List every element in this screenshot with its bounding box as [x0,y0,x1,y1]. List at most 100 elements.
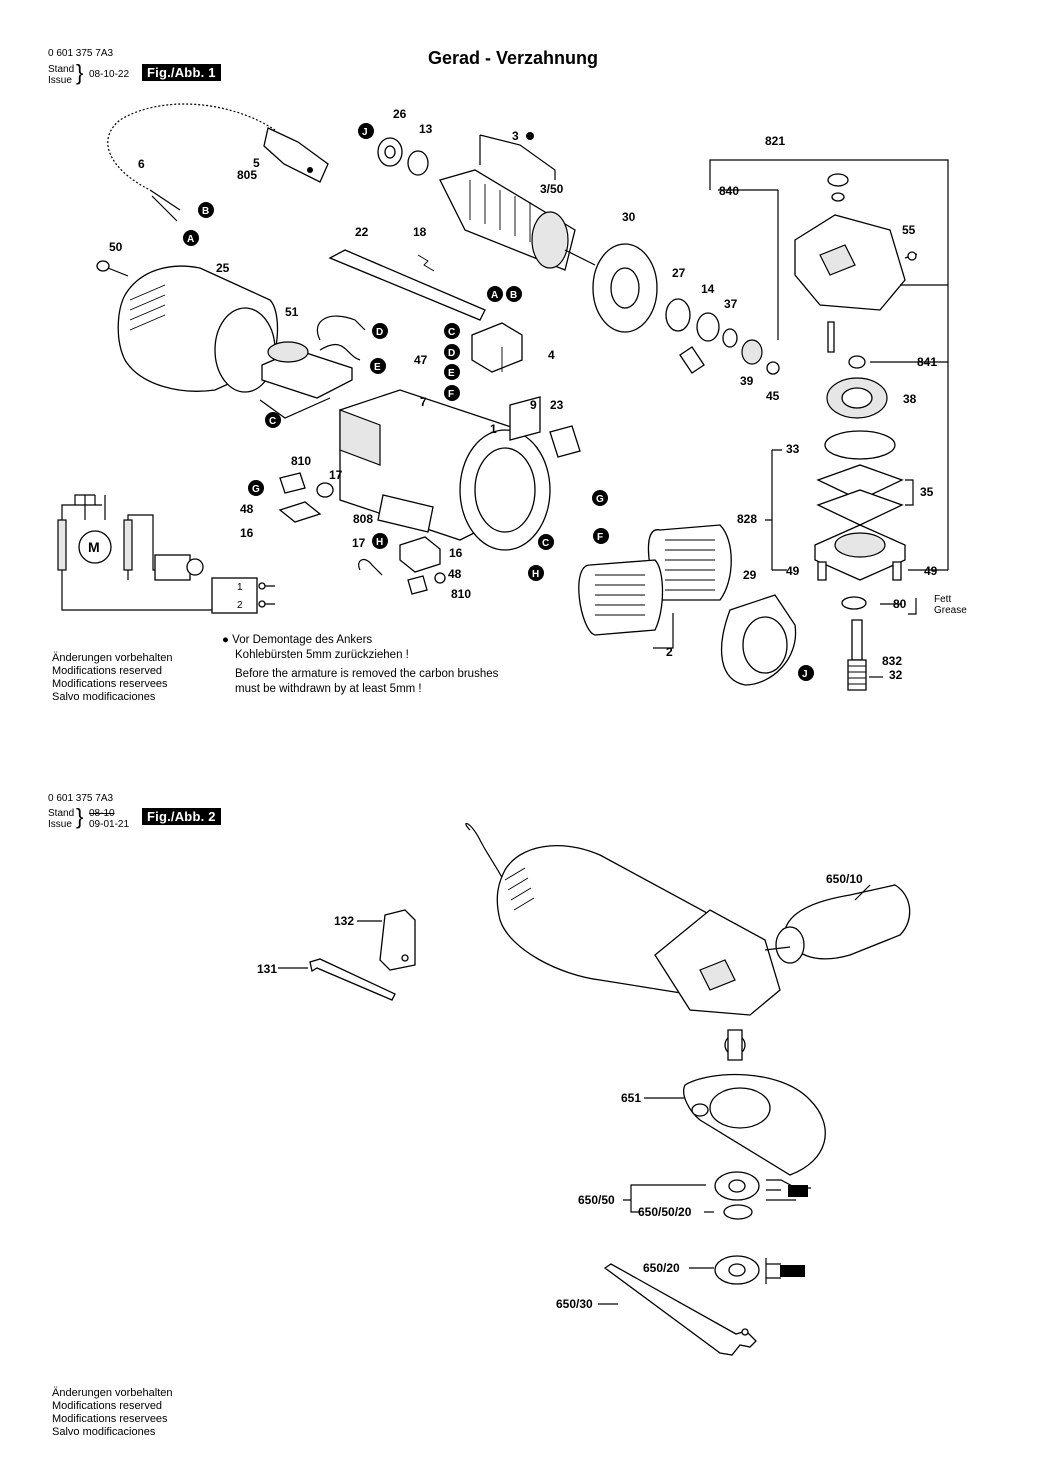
fan-baffle [592,243,658,333]
bearings-mid [665,298,738,374]
stand-label-2: Stand [48,808,75,819]
svg-text:5: 5 [253,156,260,170]
gear-head [794,173,918,311]
angle-grinder-assembled [465,822,781,1061]
fig1-part-numbers: 26 13 3 3/50 6 5 805 50 25 22 18 30 27 1… [109,107,938,682]
wiring-diagram: M 1 2 [57,494,275,614]
svg-text:841: 841 [917,355,937,369]
svg-text:2: 2 [666,645,673,659]
svg-text:H: H [376,537,383,548]
screws-49 [817,561,902,581]
svg-text:808: 808 [353,512,373,526]
svg-text:D: D [448,348,455,359]
svg-text:650/50: 650/50 [578,1193,615,1207]
doc-number: 0 601 375 7A3 [48,48,114,59]
svg-text:26: 26 [393,107,407,121]
svg-text:13: 13 [419,122,433,136]
svg-text:810: 810 [451,587,471,601]
svg-text:18: 18 [413,225,427,239]
svg-text:650/20: 650/20 [643,1261,680,1275]
power-cable [104,100,329,222]
svg-text:49: 49 [924,564,938,578]
hex-key-131 [309,958,396,1001]
svg-text:17: 17 [352,536,366,550]
svg-text:16: 16 [240,526,254,540]
svg-text:22: 22 [355,225,369,239]
svg-text:651: 651 [621,1091,641,1105]
svg-text:47: 47 [414,353,428,367]
svg-text:C: C [448,327,455,338]
svg-text:55: 55 [902,223,916,237]
svg-text:C: C [269,416,276,427]
svg-text:131: 131 [257,962,277,976]
wrench-132 [379,909,416,971]
svg-text:810: 810 [291,454,311,468]
brace-glyph-2: } [76,804,84,829]
svg-text:828: 828 [737,512,757,526]
svg-text:9: 9 [530,398,537,412]
svg-text:48: 48 [448,567,462,581]
svg-text:821: 821 [765,134,785,148]
svg-text:33: 33 [786,442,800,456]
svg-text:D: D [376,327,383,338]
svg-text:F: F [448,389,454,400]
armature [439,169,596,271]
svg-text:17: 17 [329,468,343,482]
clamping-nut-650-20 [714,1255,805,1285]
flange-650-50 [714,1171,811,1220]
motor-housing [117,265,279,393]
switch-assembly [259,315,366,419]
bearings-top [377,137,429,176]
svg-text:A: A [491,290,498,301]
issue-label: Issue [48,75,72,86]
svg-text:J: J [802,669,808,680]
svg-text:7: 7 [420,395,427,409]
svg-text:3/50: 3/50 [540,182,564,196]
side-handle [764,884,911,964]
figure-label-2: Fig./Abb. 2 [142,808,221,825]
pinion [741,339,780,375]
screw-50 [96,260,129,277]
carbon-brushes [278,472,434,533]
stand-date-old: 08-10 [89,808,115,819]
svg-text:45: 45 [766,389,780,403]
svg-text:25: 25 [216,261,230,275]
svg-text:832: 832 [882,654,902,668]
page-title: Gerad - Verzahnung [428,48,599,68]
grease-label: Fett Grease [934,594,967,616]
cover-plates [509,396,581,458]
wheel-guard-small [720,594,797,686]
svg-text:30: 30 [622,210,636,224]
svg-text:38: 38 [903,392,917,406]
svg-text:G: G [596,494,604,505]
issue-label-2: Issue [48,819,72,830]
carbon-brush-set-2 [358,536,446,595]
armature-footnote: ● Vor Demontage des Ankers Kohlebürsten … [222,634,499,695]
svg-text:23: 23 [550,398,564,412]
motor-symbol: M [88,539,100,555]
issue-date-2: 09-01-21 [89,819,130,830]
svg-text:50: 50 [109,240,123,254]
svg-text:J: J [362,127,368,138]
spindle-parts [826,321,888,419]
svg-text:3: 3 [512,129,519,143]
svg-text:80: 80 [893,597,907,611]
svg-text:27: 27 [672,266,686,280]
switch-terminal-1: 1 [237,582,243,593]
spring-plate [328,249,486,321]
bearing-flange [814,430,906,581]
field-coils [578,524,732,636]
svg-text:4: 4 [548,348,555,362]
issue-date: 08-10-22 [89,69,130,80]
svg-text:29: 29 [743,568,757,582]
svg-text:51: 51 [285,305,299,319]
svg-text:B: B [510,290,517,301]
svg-text:H: H [532,569,539,580]
svg-text:B: B [202,206,209,217]
stand-label: Stand [48,64,75,75]
svg-text:49: 49 [786,564,800,578]
svg-text:840: 840 [719,184,739,198]
switch-terminal-2: 2 [237,600,243,611]
protection-guard [683,1073,826,1176]
modification-notes-2: Änderungen vorbehalten Modifications res… [52,1387,173,1438]
